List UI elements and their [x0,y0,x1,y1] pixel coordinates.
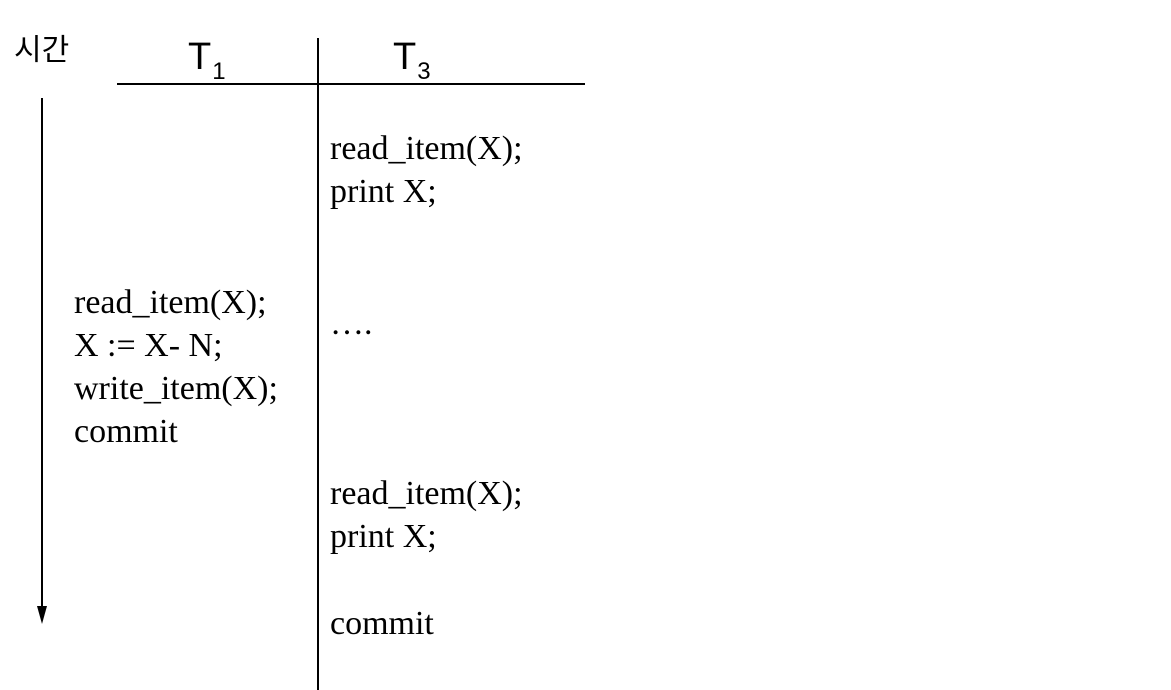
t1-op: write_item(X); [74,370,278,407]
time-axis-label: 시간 [14,33,70,68]
time-arrow-head [37,606,47,624]
t3-op: print X; [330,173,437,210]
t1-name: T [188,36,212,78]
transaction-header-t1: T1 [188,36,226,84]
transaction-header-t3: T3 [393,36,431,84]
t3-commit: commit [330,605,434,642]
t1-op: commit [74,413,178,450]
t1-op: X := X- N; [74,327,223,364]
t1-subscript: 1 [212,58,226,85]
t3-op: print X; [330,518,437,555]
t3-name: T [393,36,417,78]
t3-op: read_item(X); [330,130,523,167]
t1-operations-block: read_item(X); X := X- N; write_item(X); … [74,281,278,453]
t3-second-read-block: read_item(X); print X; [330,472,523,558]
t3-op: read_item(X); [330,475,523,512]
t3-ellipsis: …. [330,305,373,342]
t3-subscript: 3 [417,58,431,85]
t1-op: read_item(X); [74,284,267,321]
t3-first-read-block: read_item(X); print X; [330,127,523,213]
